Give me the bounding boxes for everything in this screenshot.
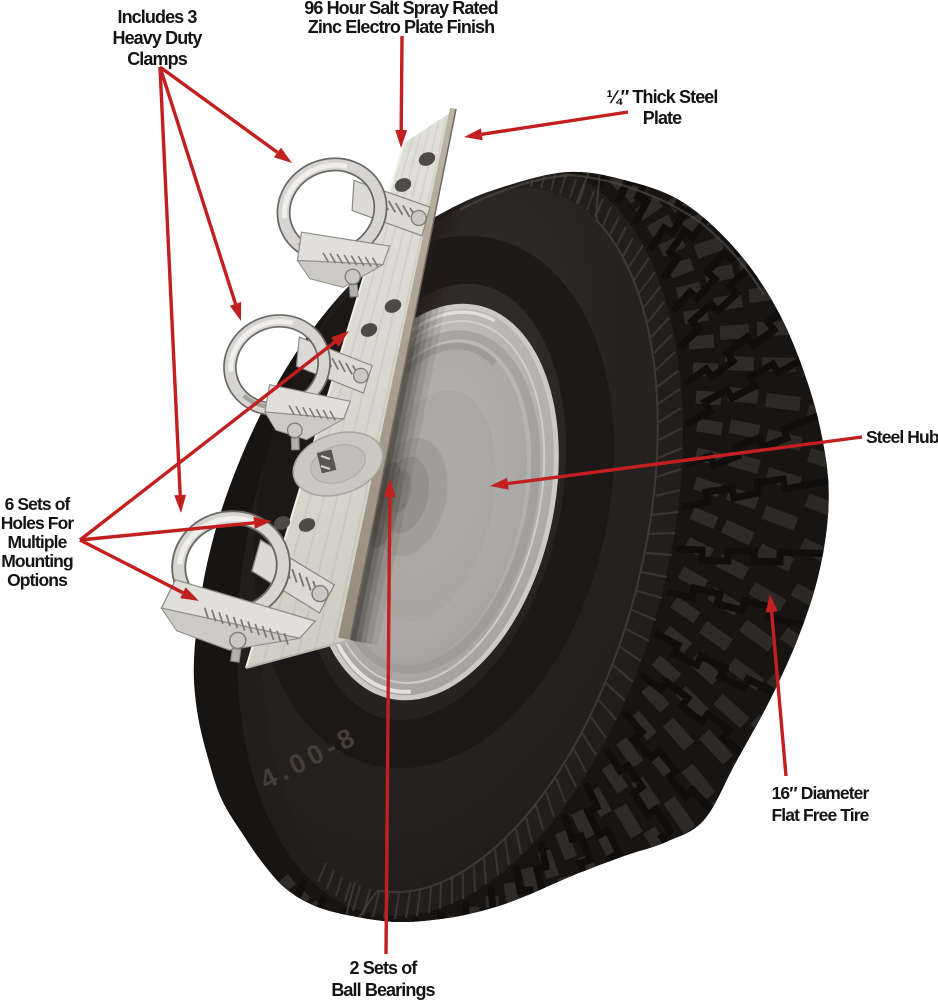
svg-text:Plate: Plate [643, 108, 682, 128]
svg-text:Zinc Electro Plate Finish: Zinc Electro Plate Finish [308, 17, 495, 37]
svg-text:Holes For: Holes For [1, 513, 75, 533]
svg-text:96 Hour Salt Spray Rated: 96 Hour Salt Spray Rated [304, 0, 497, 18]
svg-text:Clamps: Clamps [127, 49, 188, 69]
svg-text:¼″ Thick Steel: ¼″ Thick Steel [606, 87, 717, 107]
svg-text:6 Sets of: 6 Sets of [5, 494, 71, 514]
svg-text:16″ Diameter: 16″ Diameter [772, 783, 870, 803]
svg-text:Multiple: Multiple [8, 532, 68, 552]
svg-text:Includes 3: Includes 3 [117, 7, 197, 27]
svg-text:2 Sets of: 2 Sets of [350, 958, 419, 978]
svg-text:Mounting: Mounting [1, 551, 73, 571]
svg-text:Steel Hub: Steel Hub [866, 427, 938, 447]
svg-text:Options: Options [7, 570, 68, 590]
svg-text:Heavy Duty: Heavy Duty [112, 28, 202, 48]
svg-text:Ball Bearings: Ball Bearings [331, 980, 435, 1000]
svg-text:Flat Free Tire: Flat Free Tire [772, 805, 870, 825]
